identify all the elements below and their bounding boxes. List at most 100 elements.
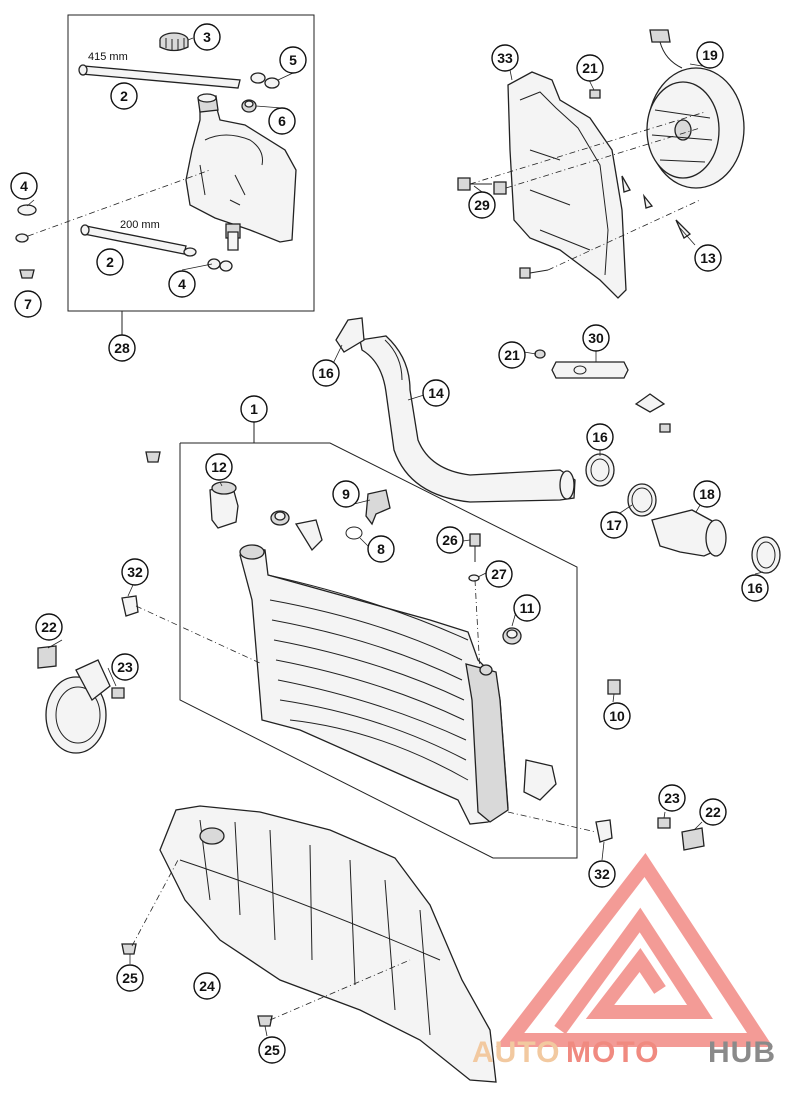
- svg-text:24: 24: [199, 978, 215, 994]
- watermark-logo: [495, 852, 773, 1047]
- radiator-guard: [159, 805, 497, 1083]
- fan-mount-bracket: [534, 349, 629, 379]
- svg-text:19: 19: [702, 47, 718, 63]
- svg-text:16: 16: [747, 580, 763, 596]
- svg-text:11: 11: [520, 600, 535, 616]
- svg-text:26: 26: [442, 532, 458, 548]
- watermark-text: AUTO MOTO HUB: [472, 1036, 776, 1069]
- callout-2-top: 2: [110, 82, 138, 110]
- svg-text:4: 4: [20, 178, 28, 194]
- callout-17: 17: [600, 511, 628, 539]
- fan-screws: [457, 89, 692, 279]
- svg-text:27: 27: [491, 566, 507, 582]
- svg-text:23: 23: [664, 790, 680, 806]
- svg-text:25: 25: [264, 1042, 280, 1058]
- watermark-moto: MOTO: [566, 1036, 659, 1069]
- callout-19: 19: [696, 41, 724, 69]
- watermark-auto: AUTO: [472, 1036, 560, 1069]
- svg-text:9: 9: [342, 486, 350, 502]
- nut-23-left: [111, 687, 125, 699]
- lower-radiator-hose: [651, 509, 727, 557]
- callout-23-left: 23: [111, 653, 139, 681]
- hose-clamp-small-top: [250, 72, 280, 89]
- svg-text:21: 21: [582, 60, 598, 76]
- screw-25-upper: [121, 943, 137, 955]
- callout-8: 8: [367, 535, 395, 563]
- rubber-buffer-22-left: [37, 645, 57, 669]
- svg-text:8: 8: [377, 541, 385, 557]
- svg-text:7: 7: [24, 296, 32, 312]
- svg-text:33: 33: [497, 50, 513, 66]
- expansion-tank: [185, 93, 297, 243]
- callout-25-upper: 25: [116, 964, 144, 992]
- callout-21-top: 21: [576, 54, 604, 82]
- svg-text:12: 12: [211, 459, 227, 475]
- callout-14: 14: [422, 379, 450, 407]
- callout-21-mid: 21: [498, 341, 526, 369]
- callout-25-lower: 25: [258, 1036, 286, 1064]
- svg-text:32: 32: [594, 866, 610, 882]
- washer-27: [468, 574, 480, 582]
- hose-clamp-16-top: [335, 317, 365, 353]
- callout-9: 9: [332, 480, 360, 508]
- callout-6: 6: [268, 107, 296, 135]
- svg-text:13: 13: [700, 250, 716, 266]
- callout-30: 30: [582, 324, 610, 352]
- callout-26: 26: [436, 526, 464, 554]
- callout-7: 7: [14, 290, 42, 318]
- hose-length-415-label: 415 mm: [88, 51, 128, 63]
- svg-text:16: 16: [318, 365, 334, 381]
- svg-text:30: 30: [588, 330, 604, 346]
- svg-text:1: 1: [250, 401, 258, 417]
- horn: [45, 659, 111, 754]
- hose-clamp-left: [15, 204, 37, 243]
- filler-cap-small: [159, 32, 189, 52]
- svg-text:2: 2: [120, 88, 128, 104]
- hose-length-200-label: 200 mm: [120, 219, 160, 231]
- callout-10: 10: [603, 702, 631, 730]
- callout-22-right: 22: [699, 798, 727, 826]
- svg-text:4: 4: [178, 276, 186, 292]
- callout-1: 1: [240, 395, 268, 423]
- svg-text:25: 25: [122, 970, 138, 986]
- grommet-11: [502, 627, 522, 645]
- callout-18: 18: [693, 480, 721, 508]
- screw-10: [607, 679, 621, 695]
- callout-32-right: 32: [588, 860, 616, 888]
- svg-text:22: 22: [41, 619, 57, 635]
- callout-13: 13: [694, 244, 722, 272]
- screw-25-lower: [257, 1015, 273, 1027]
- callout-16-hose-top: 16: [312, 359, 340, 387]
- callout-16-right: 16: [741, 574, 769, 602]
- svg-text:17: 17: [606, 517, 622, 533]
- radiator-fan: [646, 29, 745, 189]
- svg-text:21: 21: [504, 347, 520, 363]
- hose-clamp-17: [627, 483, 657, 517]
- svg-text:3: 3: [203, 29, 211, 45]
- svg-text:6: 6: [278, 113, 286, 129]
- mount-screw-left-top: [145, 451, 161, 463]
- callout-16-mid: 16: [586, 423, 614, 451]
- svg-text:18: 18: [699, 486, 715, 502]
- callout-11: 11: [513, 594, 541, 622]
- callout-33: 33: [491, 44, 519, 72]
- callout-5: 5: [279, 46, 307, 74]
- svg-text:32: 32: [127, 564, 143, 580]
- callout-22-left: 22: [35, 613, 63, 641]
- watermark-hub: HUB: [708, 1036, 776, 1069]
- expansion-tank-assembly-frame: [67, 14, 315, 312]
- hose-clamps-lower: [183, 231, 239, 272]
- fan-shroud: [507, 71, 627, 299]
- mount-bracket-32-right: [595, 819, 613, 843]
- nut-23-right: [657, 817, 671, 829]
- svg-text:5: 5: [289, 52, 297, 68]
- callout-2-bottom: 2: [96, 248, 124, 276]
- callout-4-left: 4: [10, 172, 38, 200]
- svg-text:16: 16: [592, 429, 608, 445]
- svg-text:22: 22: [705, 804, 721, 820]
- callout-27: 27: [485, 560, 513, 588]
- svg-text:28: 28: [114, 340, 130, 356]
- hose-clamp-16-right: [751, 536, 781, 574]
- upper-radiator-hose: [359, 335, 576, 503]
